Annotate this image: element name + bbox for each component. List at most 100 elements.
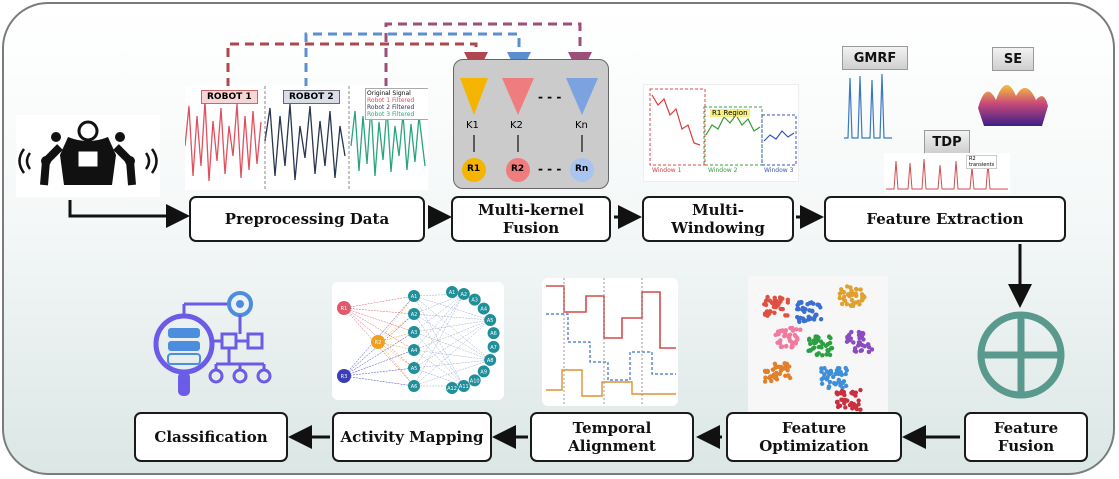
cluster-point [839,388,845,394]
network-hidden-node: A4 [408,344,420,356]
se-tag: SE [992,47,1034,71]
svg-text:A4: A4 [480,307,487,313]
step-feature-extraction: Feature Extraction [824,196,1066,242]
cluster-point [806,314,811,319]
tdp-tag: TDP [924,130,970,154]
svg-text:A2: A2 [461,292,468,298]
cluster-point [842,400,847,406]
cluster-point [837,295,842,301]
cluster-point [845,398,850,403]
cluster-point [782,333,787,339]
network-edge [343,295,415,309]
cluster-point [767,309,773,314]
network-hidden-node: A5 [408,362,420,374]
cluster-point [856,299,861,304]
cluster-point [819,377,824,382]
gmrf-plot [842,68,894,140]
legend-item: Robot 1 Filtered [367,97,415,104]
cluster-point [846,332,852,338]
step-activity-mapping: Activity Mapping [332,412,492,462]
cluster-point [796,317,802,322]
network-edge [343,349,415,377]
cluster-point [827,352,833,358]
cluster-point [778,306,783,312]
cluster-point [838,369,843,375]
cluster-point [796,306,801,312]
cluster-point [851,340,856,345]
svg-text:A4: A4 [411,348,418,354]
cluster-point [836,377,842,383]
cluster-point [793,334,798,339]
svg-text:A6: A6 [411,384,418,390]
network-output-node: A7 [487,340,500,353]
network-output-node: A2 [457,287,470,300]
network-edge [343,307,415,333]
cluster-point [764,298,769,303]
cluster-point [762,302,767,307]
network-edge [343,375,415,387]
svg-text:A2: A2 [411,312,418,318]
cluster-point [827,379,833,385]
kernel-panel: K1 K2 Kn - - - R1 R2 Rn - - - [453,59,609,189]
cluster-point [824,352,829,357]
legend-item: transients [969,162,995,168]
r2-label: R2 [511,164,525,174]
cluster-point [843,383,849,389]
svg-text:A5: A5 [487,318,494,324]
cluster-point [826,384,832,389]
cluster-point [858,287,863,292]
window1-label: Window 1 [652,167,682,174]
cluster-point [785,368,790,373]
cluster-point [858,407,863,412]
cluster-point [827,340,833,346]
cluster-point [780,328,785,334]
step-label: Temporal Alignment [568,419,656,455]
cluster-point [830,374,836,380]
cluster-point [770,367,776,372]
svg-text:A1: A1 [411,294,418,300]
r1-label: R1 [467,164,481,174]
cluster-point [783,344,789,349]
cluster-point [847,338,852,343]
network-edge [343,367,415,377]
cluster-point [805,301,810,307]
cluster-point [780,296,785,301]
network-output-node: A8 [484,353,497,366]
cluster-point [866,349,872,355]
step-classification: Classification [134,412,288,462]
cluster-point [815,302,820,307]
network-edge [413,293,464,297]
cluster-point [835,392,840,397]
network-output-node: A3 [468,293,481,306]
cluster-point [862,343,867,349]
cluster-point [843,371,848,377]
step-preprocessing: Preprocessing Data [189,196,425,242]
cluster-point [860,295,865,300]
network-edge [413,313,491,361]
cluster-point [833,382,838,387]
step-label: Multi- Windowing [671,201,765,237]
cluster-point [856,398,861,403]
tdp-plot: R2 transients [884,153,1010,193]
network-edge [413,319,491,351]
cluster-point [769,378,774,384]
cluster-point [854,287,859,292]
network-output-node: A11 [457,380,470,393]
gmrf-tag: GMRF [842,46,908,70]
cluster-point [853,403,859,409]
network-edge [413,295,491,321]
step-feature-fusion: Feature Fusion [964,412,1088,462]
fusion-symbol-icon [976,310,1066,400]
region-label: R1 Region [710,109,750,117]
cluster-point [776,301,781,307]
cluster-point [822,372,827,377]
cluster-point [786,373,791,379]
cluster-point [840,380,845,386]
step-multi-windowing: Multi- Windowing [642,196,794,242]
network-input-node: R1 [337,301,351,315]
cluster-point [762,312,768,317]
cluster-point [803,318,808,323]
cluster-point [796,301,802,306]
step-label: Feature Extraction [866,210,1024,228]
svg-text:R1: R1 [341,306,348,312]
